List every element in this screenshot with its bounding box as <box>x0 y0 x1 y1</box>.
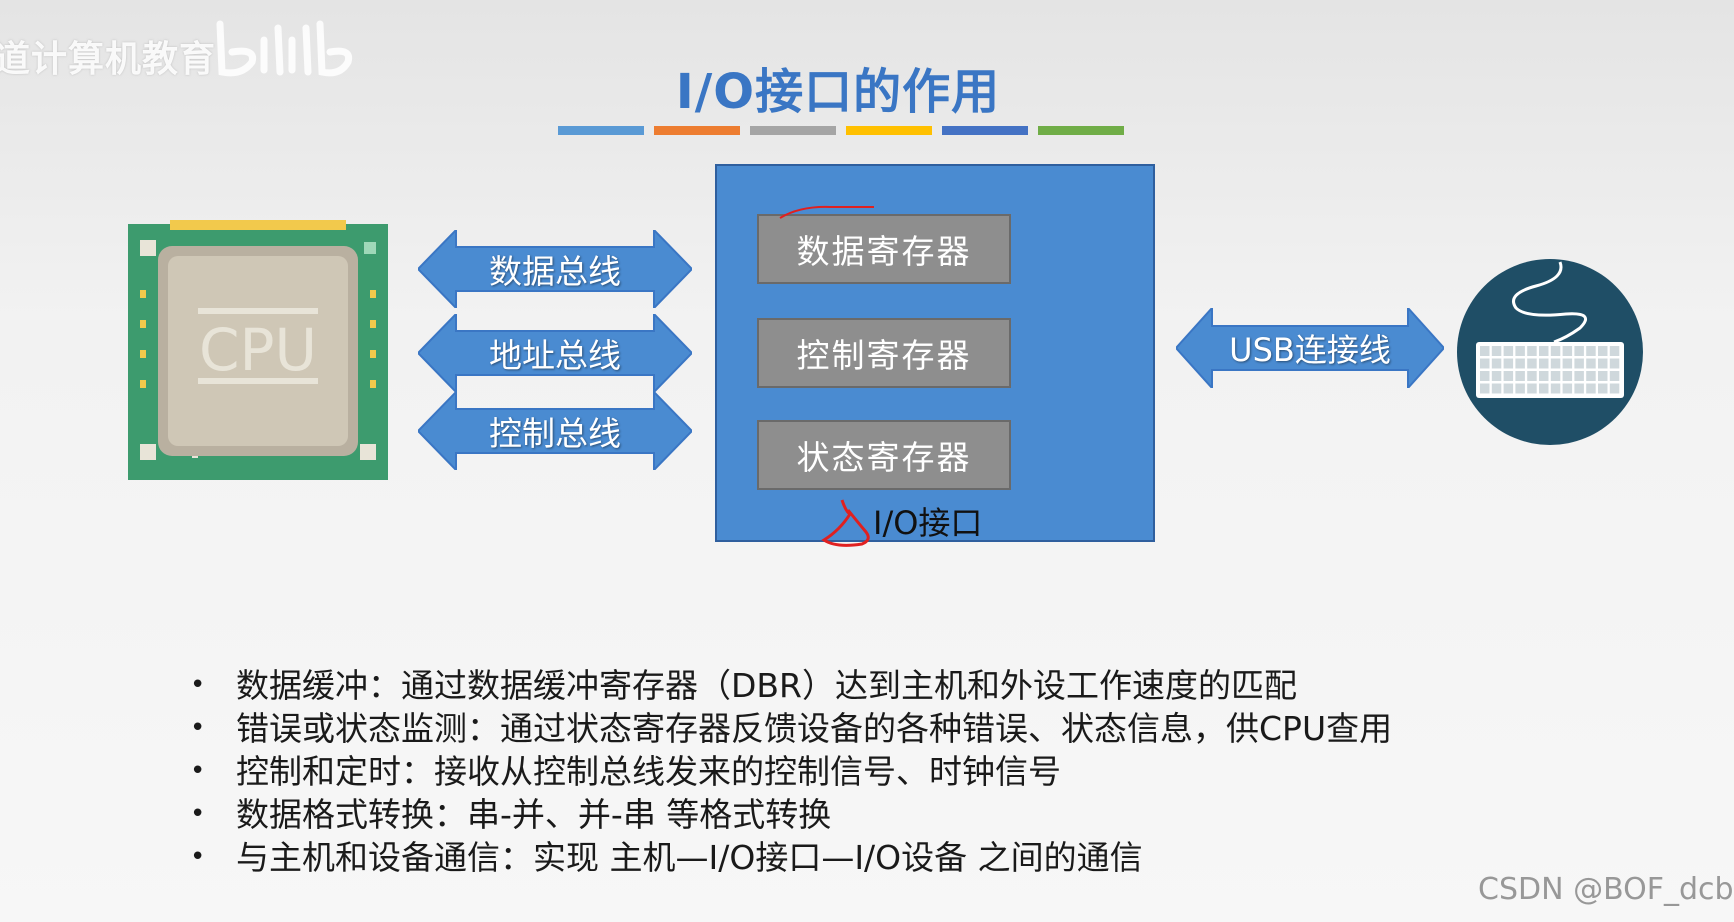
keyboard-key <box>1586 346 1596 356</box>
keyboard-key <box>1503 346 1514 356</box>
control-bus-label: 控制总线 <box>489 414 621 453</box>
keyboard-key <box>1574 371 1584 381</box>
cpu-label: CPU <box>199 316 317 384</box>
keyboard-key <box>1598 371 1608 381</box>
bullet-text: 错误或状态监测：通过状态寄存器反馈设备的各种错误、状态信息，供CPU查用 <box>236 709 1393 748</box>
title-color-bar <box>846 126 932 135</box>
watermark-text: 道计算机教育 <box>0 39 217 80</box>
keyboard-key <box>1550 346 1561 356</box>
keyboard-key <box>1503 383 1514 394</box>
title-color-bar <box>1038 126 1124 135</box>
keyboard-key <box>1598 346 1608 356</box>
keyboard-key <box>1586 371 1596 381</box>
keyboard-key <box>1491 346 1502 356</box>
page-title: I/O接口的作用 <box>675 64 1001 120</box>
bullet-text: 控制和定时：接收从控制总线发来的控制信号、时钟信号 <box>236 752 1061 791</box>
io-interface-label: I/O接口 <box>873 504 983 542</box>
keyboard-key <box>1609 371 1620 381</box>
function-bullet-list: •数据缓冲：通过数据缓冲寄存器（DBR）达到主机和外设工作速度的匹配 •错误或状… <box>190 664 1392 879</box>
keyboard-key <box>1527 346 1537 356</box>
keyboard-key <box>1609 383 1620 394</box>
keyboard-key <box>1539 371 1549 381</box>
bullet-item: •数据缓冲：通过数据缓冲寄存器（DBR）达到主机和外设工作速度的匹配 <box>190 666 1297 705</box>
keyboard-key <box>1503 371 1514 381</box>
bullet-item: •错误或状态监测：通过状态寄存器反馈设备的各种错误、状态信息，供CPU查用 <box>190 709 1393 748</box>
keyboard-key <box>1598 358 1608 369</box>
address-bus-arrow: 地址总线 <box>416 311 694 395</box>
keyboard-key <box>1550 383 1561 394</box>
bullet-item: •与主机和设备通信：实现 主机—I/O接口—I/O设备 之间的通信 <box>190 838 1143 877</box>
keyboard-key <box>1586 358 1596 369</box>
bilibili-logo-icon <box>216 20 353 77</box>
keyboard-key <box>1491 358 1502 369</box>
keyboard-key <box>1562 358 1573 369</box>
data-bus-label: 数据总线 <box>489 252 621 291</box>
title-color-bar <box>750 126 836 135</box>
keyboard-key <box>1539 358 1549 369</box>
title-color-bar <box>654 126 740 135</box>
keyboard-key <box>1562 371 1573 381</box>
title-color-bar <box>558 126 644 135</box>
keyboard-key <box>1562 383 1573 394</box>
bullet-text: 数据缓冲：通过数据缓冲寄存器（DBR）达到主机和外设工作速度的匹配 <box>236 666 1297 705</box>
title-color-bar <box>942 126 1028 135</box>
control-register: 控制寄存器 <box>757 318 1011 388</box>
keyboard-key <box>1480 346 1490 356</box>
keyboard-icon <box>1457 259 1643 445</box>
keyboard-key <box>1515 383 1525 394</box>
status-register: 状态寄存器 <box>757 420 1011 490</box>
bullet-item: •控制和定时：接收从控制总线发来的控制信号、时钟信号 <box>190 752 1061 791</box>
title-color-bars <box>558 126 1124 135</box>
keyboard-key <box>1480 371 1490 381</box>
data-bus-arrow: 数据总线 <box>416 227 694 311</box>
control-bus-arrow: 控制总线 <box>416 389 694 473</box>
cpu-chip-icon: CPU <box>128 220 388 480</box>
keyboard-key <box>1609 346 1620 356</box>
bullet-text: 数据格式转换：串-并、并-串 等格式转换 <box>236 795 832 834</box>
csdn-watermark: CSDN @BOF_dcb <box>1478 872 1734 907</box>
bullet-item: •数据格式转换：串-并、并-串 等格式转换 <box>190 795 832 834</box>
keyboard-key <box>1609 358 1620 369</box>
keyboard-key <box>1515 358 1525 369</box>
usb-cable-arrow: USB连接线 <box>1174 305 1446 391</box>
keyboard-key <box>1480 383 1490 394</box>
keyboard-key <box>1550 371 1561 381</box>
keyboard-key <box>1527 358 1537 369</box>
keyboard-key <box>1574 346 1584 356</box>
keyboard-key <box>1574 358 1584 369</box>
keyboard-key <box>1550 358 1561 369</box>
keyboard-key <box>1480 358 1490 369</box>
keyboard-key <box>1598 383 1608 394</box>
usb-cable-label: USB连接线 <box>1229 331 1391 369</box>
keyboard-key <box>1515 346 1525 356</box>
io-interface-box: 数据寄存器 控制寄存器 状态寄存器 I/O接口 <box>715 164 1155 542</box>
bullet-text: 与主机和设备通信：实现 主机—I/O接口—I/O设备 之间的通信 <box>236 838 1143 877</box>
keyboard-key <box>1527 383 1537 394</box>
keyboard-key <box>1491 371 1502 381</box>
keyboard-key <box>1574 383 1584 394</box>
keyboard-key <box>1539 346 1549 356</box>
address-bus-label: 地址总线 <box>489 336 621 375</box>
keyboard-key <box>1491 383 1502 394</box>
keyboard-key <box>1515 371 1525 381</box>
data-register: 数据寄存器 <box>757 214 1011 284</box>
keyboard-key <box>1586 383 1596 394</box>
keyboard-key <box>1562 346 1573 356</box>
keyboard-key <box>1527 371 1537 381</box>
keyboard-key <box>1503 358 1514 369</box>
keyboard-key <box>1539 383 1549 394</box>
